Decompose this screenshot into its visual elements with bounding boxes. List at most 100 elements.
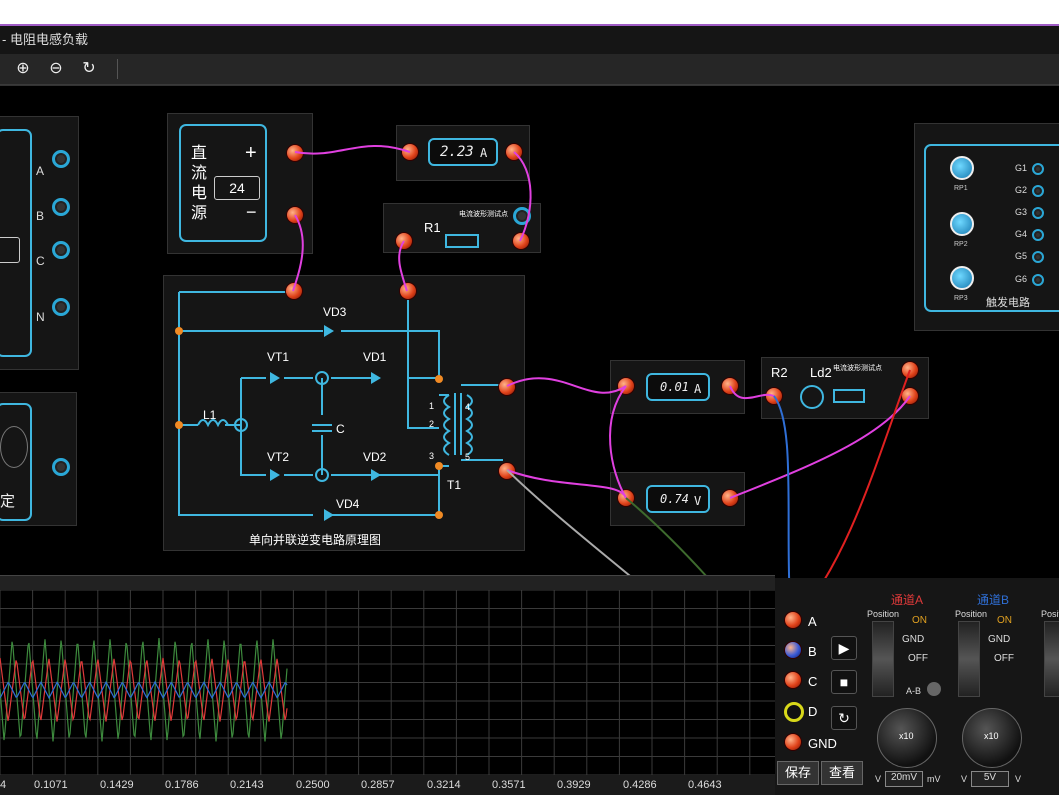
channel-b-volt-knob[interactable]: [962, 708, 1022, 768]
channel-b-trace: [0, 680, 288, 700]
jack-a[interactable]: [52, 150, 70, 168]
dc-power-label: 直 流 电 源: [191, 144, 209, 224]
three-phase-source-box: [0, 129, 32, 357]
channel-a-volt-knob[interactable]: [877, 708, 937, 768]
g1-label: G1: [1015, 163, 1028, 173]
g4-label: G4: [1015, 229, 1028, 239]
jack-c[interactable]: [52, 241, 70, 259]
x-tick-label: 0.3214: [427, 779, 461, 791]
g2-label: G2: [1015, 185, 1028, 195]
toolbar: ⊕ ⊖ ↻: [0, 54, 1059, 85]
channel-a-ab: A-B: [906, 686, 922, 696]
jack-lower-left[interactable]: [52, 458, 70, 476]
ammeter-2-value: 0.01: [660, 380, 689, 394]
wire-ammeter2-r2: [729, 385, 775, 400]
x-tick-label: 0.2500: [296, 779, 330, 791]
channel-b-range[interactable]: 5V: [971, 771, 1009, 787]
fixed-label: 定: [0, 493, 16, 510]
view-button[interactable]: 查看: [821, 761, 863, 785]
vd1-label: VD1: [363, 350, 387, 364]
g4-jack[interactable]: [1032, 229, 1044, 241]
dc-power-panel: [167, 113, 313, 254]
jack-n[interactable]: [52, 298, 70, 316]
channel-b-gnd[interactable]: GND: [988, 634, 1011, 645]
phase-label-n: N: [36, 310, 45, 324]
x-tick-label: 0.4643: [688, 779, 722, 791]
rp3-knob[interactable]: [950, 266, 974, 290]
channel-b-v-unit: V: [1015, 774, 1022, 784]
channel-a-off[interactable]: OFF: [908, 653, 928, 664]
input-a-label: A: [808, 614, 817, 629]
input-a-terminal[interactable]: [785, 612, 801, 628]
reset-icon[interactable]: ↻: [82, 60, 96, 77]
g3-label: G3: [1015, 207, 1028, 217]
rp1-label: RP1: [954, 185, 968, 192]
minus-sign: −: [246, 202, 257, 222]
g5-jack[interactable]: [1032, 251, 1044, 263]
pin-1: 1: [429, 401, 435, 411]
lamp-icon: [800, 385, 824, 409]
wire-ammeter1-r1: [513, 151, 532, 242]
rp2-knob[interactable]: [950, 212, 974, 236]
channel-b-x10: x10: [984, 731, 999, 741]
oscilloscope-screen: [0, 589, 775, 776]
channel-b-v-label: V: [961, 774, 968, 784]
input-b-terminal[interactable]: [785, 642, 801, 658]
wire-voltmeter-r2: [729, 395, 911, 499]
wire-ammeter2-voltmeter: [609, 385, 627, 499]
channel-a-position-wheel[interactable]: [872, 621, 894, 697]
r2-note: 电流波形测试点: [833, 365, 882, 372]
phase-label-c: C: [36, 254, 45, 268]
channel-b-on[interactable]: ON: [997, 615, 1012, 626]
schematic-terminal-right[interactable]: [400, 283, 416, 299]
channel-a-gnd[interactable]: GND: [902, 634, 925, 645]
pin-2: 2: [429, 419, 435, 429]
stop-button[interactable]: ■: [831, 670, 857, 694]
toolbar-divider: [117, 59, 118, 79]
oscilloscope-controls: A B C D GND ▶ ■ ↻ 保存 查看 通道A Position ON …: [775, 578, 1059, 795]
g3-jack[interactable]: [1032, 207, 1044, 219]
channel-a-ab-button[interactable]: [927, 682, 941, 696]
input-gnd-terminal[interactable]: [785, 734, 801, 750]
vd4-label: VD4: [336, 497, 360, 511]
channel-c-position-wheel[interactable]: [1044, 621, 1059, 697]
rp1-knob[interactable]: [950, 156, 974, 180]
r1-note: 电流波形测试点: [459, 211, 508, 218]
g5-label: G5: [1015, 251, 1028, 261]
dc-power-box: [179, 124, 267, 242]
zoom-out-icon[interactable]: ⊖: [49, 60, 63, 77]
schematic-terminal-4[interactable]: [499, 379, 515, 395]
channel-a-title: 通道A: [867, 591, 947, 608]
phase-label-a: A: [36, 164, 45, 178]
x-tick-label: 0.1429: [100, 779, 134, 791]
jack-b[interactable]: [52, 198, 70, 216]
voltage-input[interactable]: 24: [214, 176, 260, 200]
g6-jack[interactable]: [1032, 274, 1044, 286]
save-button[interactable]: 保存: [777, 761, 819, 785]
window-title: - 电阻电感负载: [2, 32, 88, 47]
g1-jack[interactable]: [1032, 163, 1044, 175]
channel-a-on[interactable]: ON: [912, 615, 927, 626]
trigger-title: 触发电路: [986, 297, 1030, 309]
channel-b-position-wheel[interactable]: [958, 621, 980, 697]
play-button[interactable]: ▶: [831, 636, 857, 660]
refresh-button[interactable]: ↻: [831, 706, 857, 730]
channel-c-position-label: Positi: [1041, 609, 1059, 619]
pin-4: 4: [465, 402, 471, 412]
channel-a-range[interactable]: 20mV: [885, 771, 923, 787]
phase-label-b: B: [36, 209, 45, 223]
channel-b-off[interactable]: OFF: [994, 653, 1014, 664]
ammeter-2-unit: A: [694, 382, 702, 396]
input-c-terminal[interactable]: [785, 672, 801, 688]
x-tick-label: 0.1071: [34, 779, 68, 791]
channel-a-v-label: V: [875, 774, 882, 784]
r2-resistor-icon: [833, 389, 865, 403]
ammeter-1-unit: A: [480, 146, 488, 160]
zoom-in-icon[interactable]: ⊕: [16, 60, 30, 77]
circuit-canvas[interactable]: A B C N 定 直 流 电 源 + − 24 2.23 A R1 电流波形测…: [0, 85, 1059, 576]
channel-b-name: 通道B: [976, 593, 1009, 607]
input-d-terminal[interactable]: [784, 702, 804, 722]
g2-jack[interactable]: [1032, 185, 1044, 197]
t1-label: T1: [447, 478, 462, 492]
voltmeter-unit: V: [694, 494, 702, 508]
